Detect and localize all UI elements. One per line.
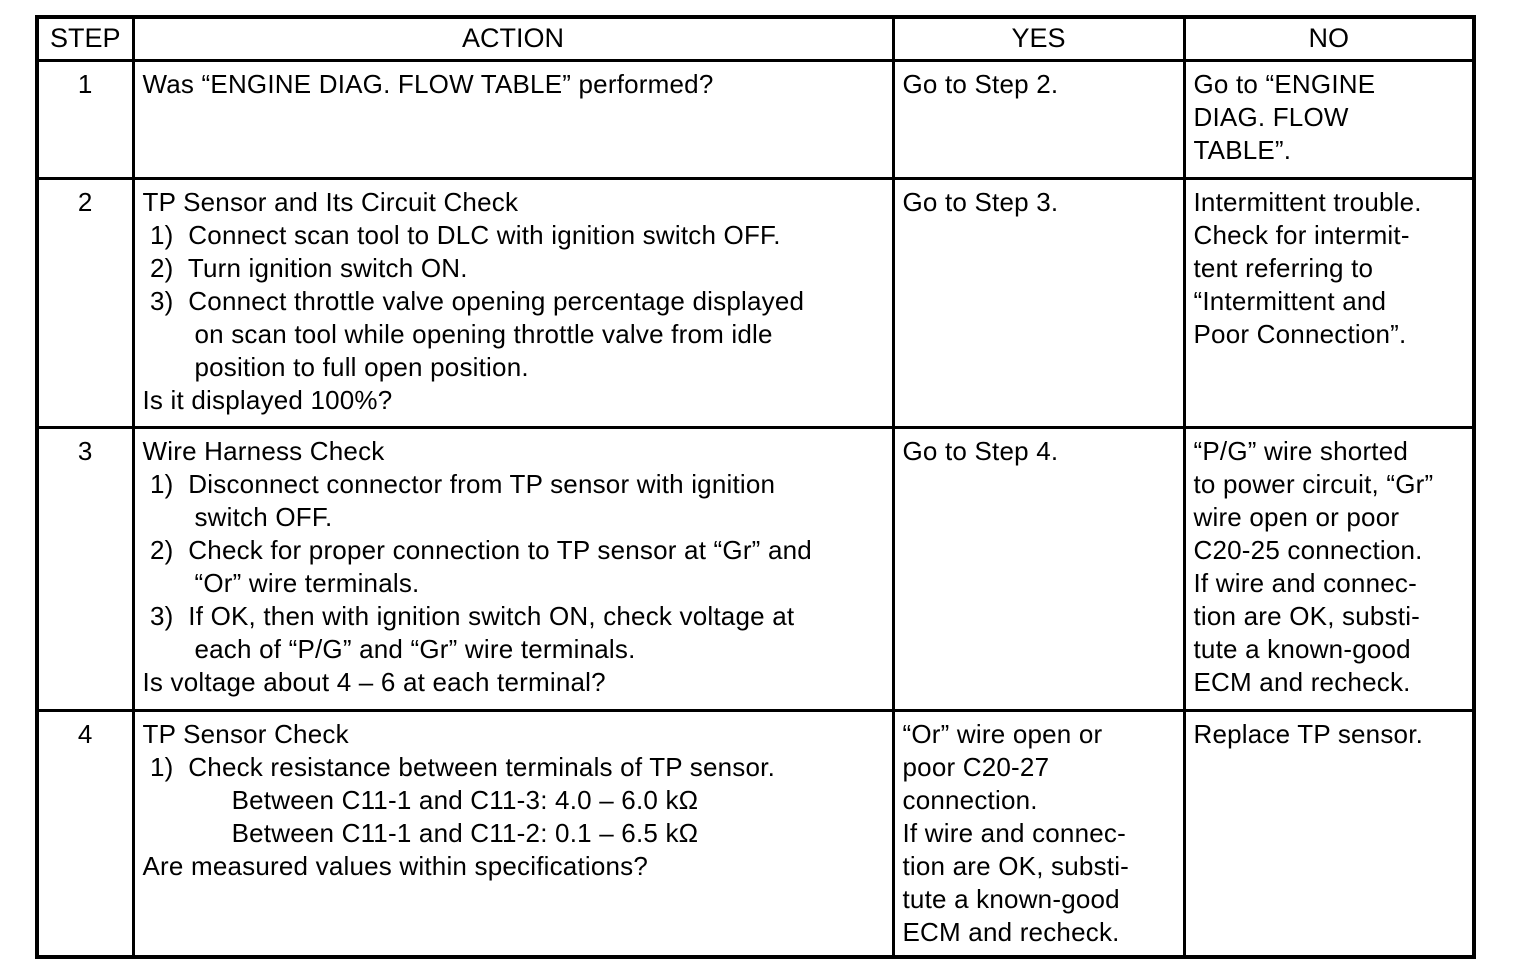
no-cell: “P/G” wire shorted to power circuit, “Gr… [1182, 425, 1476, 712]
step-number: 2 [77, 186, 93, 217]
table-row: 3 Wire Harness Check 1) Disconnect conne… [35, 425, 1476, 712]
action-text: TP Sensor and Its Circuit Check 1) Conne… [142, 186, 805, 415]
step-cell: 1 [35, 58, 135, 180]
table-row: 2 TP Sensor and Its Circuit Check 1) Con… [35, 176, 1476, 429]
step-number: 4 [77, 718, 93, 749]
step-cell: 2 [35, 176, 135, 429]
header-step: STEP [35, 15, 135, 62]
yes-cell: “Or” wire open or poor C20-27 connection… [891, 708, 1186, 958]
no-cell: Intermittent trouble. Check for intermit… [1182, 176, 1476, 429]
no-text: Intermittent trouble. Check for intermit… [1193, 186, 1422, 349]
action-text: TP Sensor Check 1) Check resistance betw… [142, 718, 776, 881]
no-text: “P/G” wire shorted to power circuit, “Gr… [1193, 435, 1434, 697]
no-cell: Go to “ENGINE DIAG. FLOW TABLE”. [1182, 58, 1476, 180]
step-number: 1 [77, 68, 93, 99]
header-no: NO [1182, 15, 1476, 62]
step-cell: 4 [35, 708, 135, 958]
yes-cell: Go to Step 3. [891, 176, 1186, 429]
action-cell: TP Sensor Check 1) Check resistance betw… [131, 708, 895, 958]
action-cell: TP Sensor and Its Circuit Check 1) Conne… [131, 176, 895, 429]
header-row: STEP ACTION YES NO [35, 15, 1476, 62]
yes-text: Go to Step 2. [902, 68, 1059, 99]
diagnostic-table: STEP ACTION YES NO 1 Was “ENGINE DIAG. F… [35, 15, 1476, 959]
yes-cell: Go to Step 2. [891, 58, 1186, 180]
no-cell: Replace TP sensor. [1182, 708, 1476, 958]
yes-text: Go to Step 4. [902, 435, 1059, 466]
no-text: Go to “ENGINE DIAG. FLOW TABLE”. [1193, 68, 1376, 165]
header-yes: YES [891, 15, 1186, 62]
table-row: 4 TP Sensor Check 1) Check resistance be… [35, 708, 1476, 958]
action-cell: Wire Harness Check 1) Disconnect connect… [131, 425, 895, 712]
action-text: Wire Harness Check 1) Disconnect connect… [142, 435, 812, 697]
yes-text: Go to Step 3. [902, 186, 1059, 217]
step-cell: 3 [35, 425, 135, 712]
yes-text: “Or” wire open or poor C20-27 connection… [902, 718, 1130, 947]
table-row: 1 Was “ENGINE DIAG. FLOW TABLE” performe… [35, 58, 1476, 180]
header-action: ACTION [131, 15, 895, 62]
action-cell: Was “ENGINE DIAG. FLOW TABLE” performed? [131, 58, 895, 180]
no-text: Replace TP sensor. [1193, 718, 1424, 749]
action-text: Was “ENGINE DIAG. FLOW TABLE” performed? [142, 68, 714, 99]
step-number: 3 [77, 435, 93, 466]
yes-cell: Go to Step 4. [891, 425, 1186, 712]
